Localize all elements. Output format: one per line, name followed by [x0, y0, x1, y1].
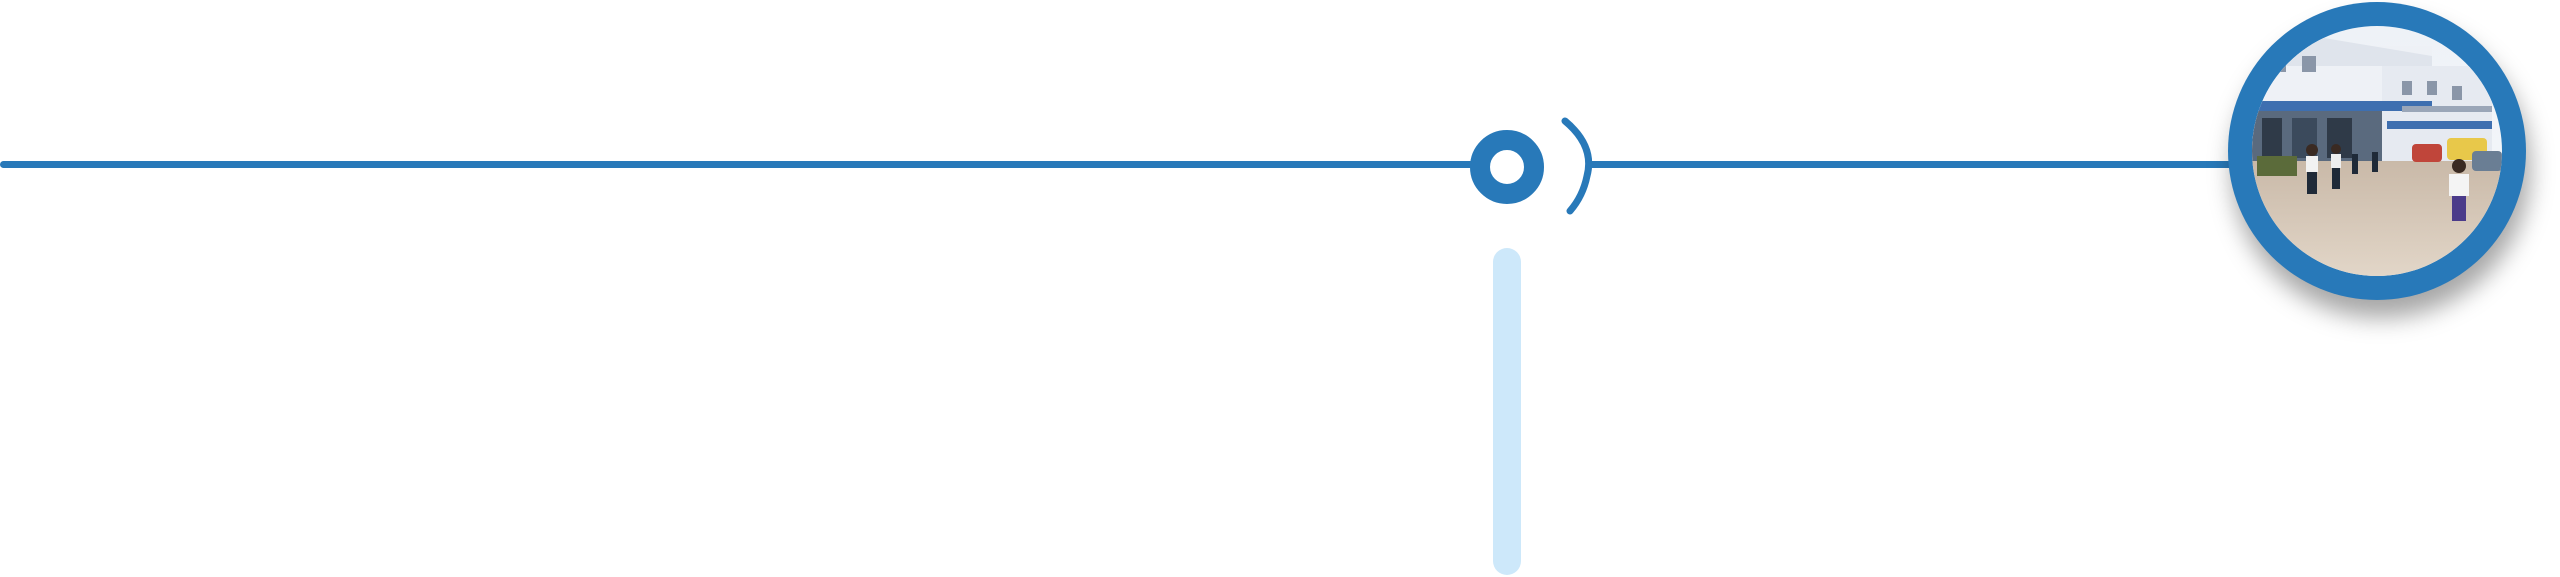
timeline-line-right: [1588, 161, 2240, 168]
signal-wave-icon: [1561, 117, 1593, 215]
street-scene-photo[interactable]: [2228, 2, 2526, 300]
timeline-node-icon[interactable]: [1470, 130, 1544, 204]
street-scene-image: [2252, 26, 2502, 276]
timeline-line-left: [0, 161, 1482, 168]
timeline-vertical-bar: [1493, 248, 1521, 575]
